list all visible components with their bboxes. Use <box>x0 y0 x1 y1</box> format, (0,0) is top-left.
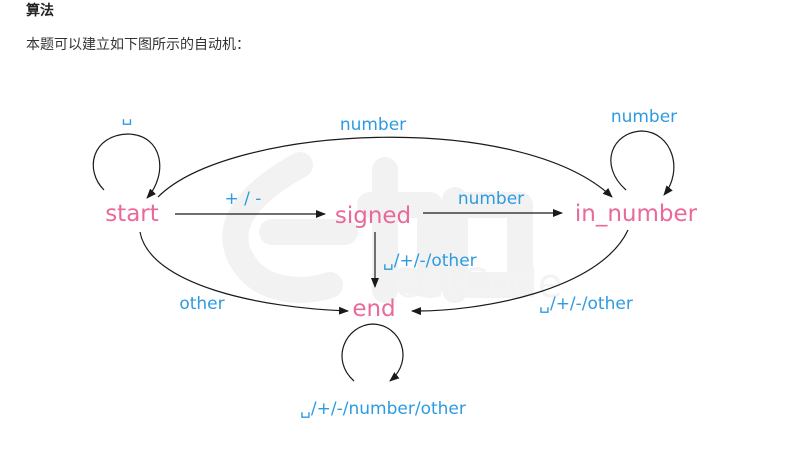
section-heading: 算法 <box>26 3 54 19</box>
state-end: end <box>352 296 395 322</box>
edge-end-self <box>341 323 404 382</box>
edge-in_number-self <box>610 130 675 196</box>
svg-text:eetCode: eetCode <box>395 261 562 307</box>
label-end-self: ␣/+/-/number/other <box>300 399 466 419</box>
label-in_number-self: number <box>611 107 677 127</box>
label-start-in_number: number <box>340 115 406 135</box>
label-start-self: ␣ <box>122 106 133 126</box>
state-start: start <box>105 201 159 227</box>
label-signed-in_number: number <box>458 189 524 209</box>
edge-in_number-end <box>411 229 629 316</box>
watermark: eetCode <box>222 152 562 307</box>
state-in_number: in_number <box>575 201 698 227</box>
label-signed-end: ␣/+/-/other <box>383 251 477 271</box>
edge-start-in_number <box>157 136 613 198</box>
edge-start-end <box>139 231 349 315</box>
intro-text: 本题可以建立如下图所示的自动机： <box>26 37 250 53</box>
label-start-end: other <box>179 294 224 314</box>
label-in_number-end: ␣/+/-/other <box>539 294 633 314</box>
state-signed: signed <box>335 203 411 229</box>
label-start-signed: + / - <box>225 189 262 209</box>
edge-start-self <box>92 133 161 199</box>
